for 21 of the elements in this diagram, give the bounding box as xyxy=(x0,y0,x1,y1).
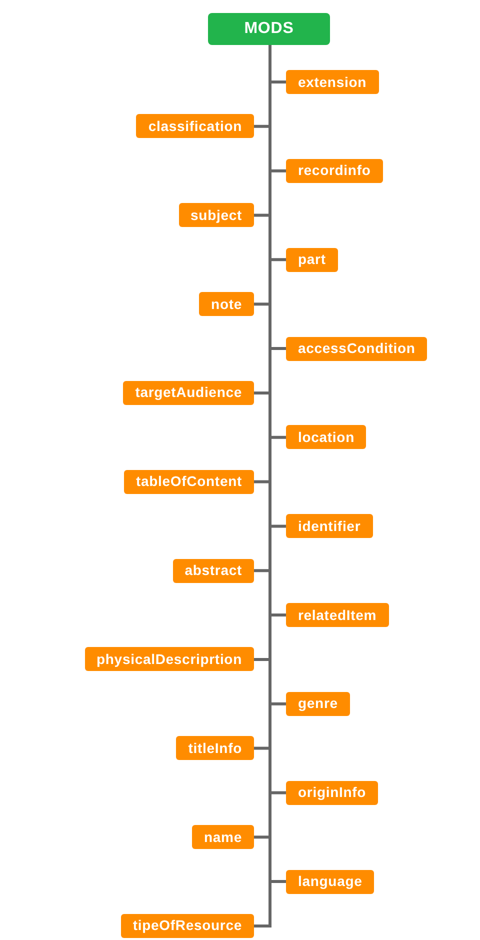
element-box: titleInfo xyxy=(176,736,254,760)
element-box: abstract xyxy=(172,558,254,583)
element-box: tableOfContent xyxy=(124,470,254,494)
root-box: MODS xyxy=(208,13,330,45)
element-box: originInfo xyxy=(286,780,378,805)
element-box: extension xyxy=(286,70,379,94)
element-box: language xyxy=(286,870,374,894)
element-box: accessCondition xyxy=(286,336,428,361)
element-box: subject xyxy=(178,203,254,228)
element-box: classification xyxy=(136,114,254,138)
element-box: relatedItem xyxy=(286,603,389,628)
element-box: genre xyxy=(286,692,350,716)
element-box: physicalDescriprtion xyxy=(84,647,254,672)
element-box: location xyxy=(286,425,366,450)
element-box: targetAudience xyxy=(123,380,254,405)
element-box: name xyxy=(192,825,254,850)
element-box: recordinfo xyxy=(286,158,383,183)
element-box: part xyxy=(286,248,338,272)
element-box: note xyxy=(199,292,254,316)
element-box: identifier xyxy=(286,514,373,538)
element-box: tipeOfResource xyxy=(120,914,254,938)
